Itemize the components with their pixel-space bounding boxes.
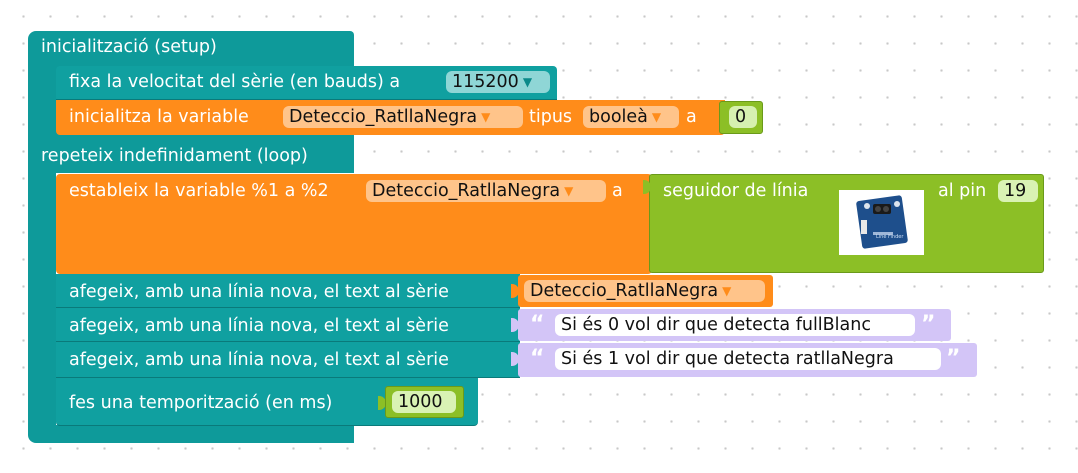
- init-to-label: a: [686, 107, 697, 127]
- loop-block-footer: [28, 425, 354, 443]
- input-connector: [511, 318, 519, 332]
- dropdown-arrow-icon: ▼: [522, 75, 533, 89]
- setup-block-footer: [28, 135, 56, 145]
- text-input-2[interactable]: Si és 1 vol dir que detecta ratllaNegra: [555, 348, 941, 370]
- close-quote-icon: ”: [921, 312, 936, 337]
- line-finder-board-icon: [856, 195, 908, 249]
- loop-header: repeteix indefinidament (loop): [41, 146, 308, 166]
- close-quote-icon: ”: [946, 346, 961, 371]
- baud-rate-dropdown[interactable]: 115200▼: [446, 71, 550, 93]
- type-label: tipus: [529, 107, 573, 127]
- init-variable-label: inicialitza la variable: [69, 107, 249, 127]
- set-variable-name: Deteccio_RatllaNegra: [372, 181, 561, 201]
- type-dropdown[interactable]: booleà▼: [583, 106, 679, 128]
- open-quote-icon: “: [530, 312, 545, 337]
- dropdown-arrow-icon: ▼: [651, 110, 662, 124]
- input-connector: [511, 284, 519, 298]
- dropdown-arrow-icon: ▼: [564, 184, 574, 198]
- type-value: booleà: [589, 107, 648, 127]
- delay-input[interactable]: 1000: [392, 391, 456, 413]
- serial-print-label-2: afegeix, amb una línia nova, el text al …: [69, 316, 449, 336]
- serial-speed-label: fixa la velocitat del sèrie (en bauds) a: [69, 72, 401, 92]
- open-quote-icon: “: [530, 346, 545, 371]
- serial-print-label-1: afegeix, amb una línia nova, el text al …: [69, 282, 449, 302]
- text-input-1[interactable]: Si és 0 vol dir que detecta fullBlanc: [555, 314, 915, 336]
- loop-block-spine: [28, 141, 56, 431]
- serial-print-label-3: afegeix, amb una línia nova, el text al …: [69, 350, 449, 370]
- set-to-label: a: [612, 181, 623, 201]
- init-variable-name: Deteccio_RatllaNegra: [289, 107, 478, 127]
- sensor-image-caption: Line Finder: [876, 234, 904, 240]
- serial-print-block-1[interactable]: [56, 274, 520, 308]
- serial-print-block-3[interactable]: [56, 342, 520, 378]
- line-finder-sensor-image: Line Finder: [839, 190, 924, 255]
- loop-block[interactable]: [28, 141, 354, 173]
- baud-rate-value: 115200: [452, 72, 519, 92]
- print-variable-name: Deteccio_RatllaNegra: [530, 281, 719, 301]
- setup-header: inicialització (setup): [41, 37, 217, 57]
- delay-label: fes una temporització (en ms): [69, 393, 333, 413]
- dropdown-arrow-icon: ▼: [481, 110, 491, 124]
- input-connector: [511, 352, 519, 366]
- set-variable-name-dropdown[interactable]: Deteccio_RatllaNegra▼: [366, 180, 606, 202]
- dropdown-arrow-icon: ▼: [722, 284, 732, 298]
- init-variable-name-dropdown[interactable]: Deteccio_RatllaNegra▼: [283, 106, 523, 128]
- input-connector: [378, 396, 386, 410]
- pin-input[interactable]: 19: [998, 180, 1038, 202]
- set-variable-label: estableix la variable %1 a %2: [69, 181, 329, 201]
- pin-label: al pin: [938, 181, 987, 201]
- serial-print-block-2[interactable]: [56, 308, 520, 342]
- setup-block-spine: [28, 60, 56, 144]
- sensor-label: seguidor de línia: [663, 181, 809, 201]
- print-variable-dropdown[interactable]: Deteccio_RatllaNegra▼: [524, 280, 765, 302]
- boolean-value-input[interactable]: 0: [729, 106, 757, 128]
- input-connector: [643, 180, 651, 194]
